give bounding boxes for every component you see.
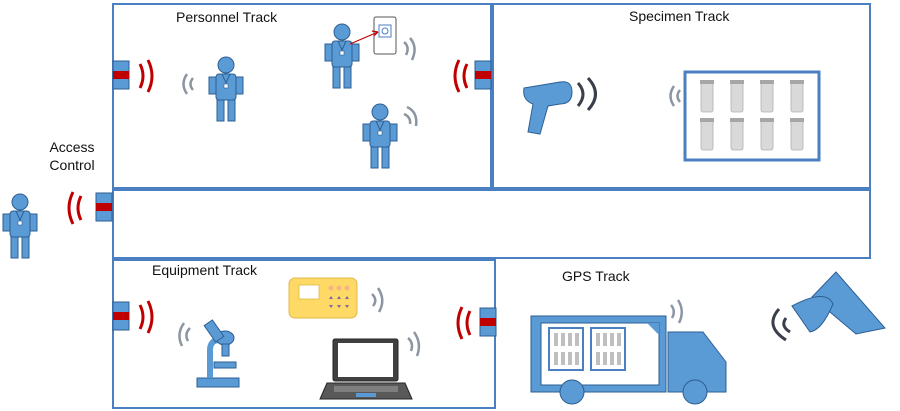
person-icon [208,56,244,122]
access-control-line1: Access [49,139,95,155]
signal-wave-icon [178,322,191,347]
rfid-reader-icon [474,60,492,90]
rfid-reader-icon [112,60,130,90]
tablet-icon [349,16,397,55]
specimen-track-title: Specimen Track [629,8,730,24]
equipment-track-title: Equipment Track [152,262,258,278]
person-icon [324,23,360,89]
microscope-icon [196,319,240,388]
person-icon [2,193,38,259]
truck-icon [530,315,727,405]
analyzer-icon [288,277,358,319]
signal-wave-icon [456,306,472,340]
rfid-reader-icon [95,192,113,222]
personnel-zone [112,3,492,189]
signal-wave-icon [670,299,683,324]
signal-wave-icon [67,191,83,225]
barcode-scanner-icon [523,76,597,135]
satellite-icon [771,271,886,342]
person-icon [362,103,398,169]
signal-wave-icon [138,300,154,334]
access-control-line2: Control [49,157,95,173]
rfid-reader-icon [112,301,130,331]
signal-wave-icon [407,331,421,357]
signal-wave-icon [403,105,418,127]
laptop-icon [319,338,413,400]
gps-track-title: GPS Track [562,268,630,284]
corridor-zone [112,189,871,259]
signal-wave-icon [403,37,416,61]
signal-wave-icon [138,59,154,93]
signal-wave-icon [182,73,195,95]
signal-wave-icon [669,85,682,107]
specimen-zone [492,3,871,189]
personnel-track-title: Personnel Track [176,9,278,25]
access-control-label: Access Control [38,138,106,174]
specimen-rack-icon [683,70,821,162]
rfid-reader-icon [479,307,497,337]
signal-wave-icon [371,287,384,313]
signal-wave-icon [453,59,469,93]
